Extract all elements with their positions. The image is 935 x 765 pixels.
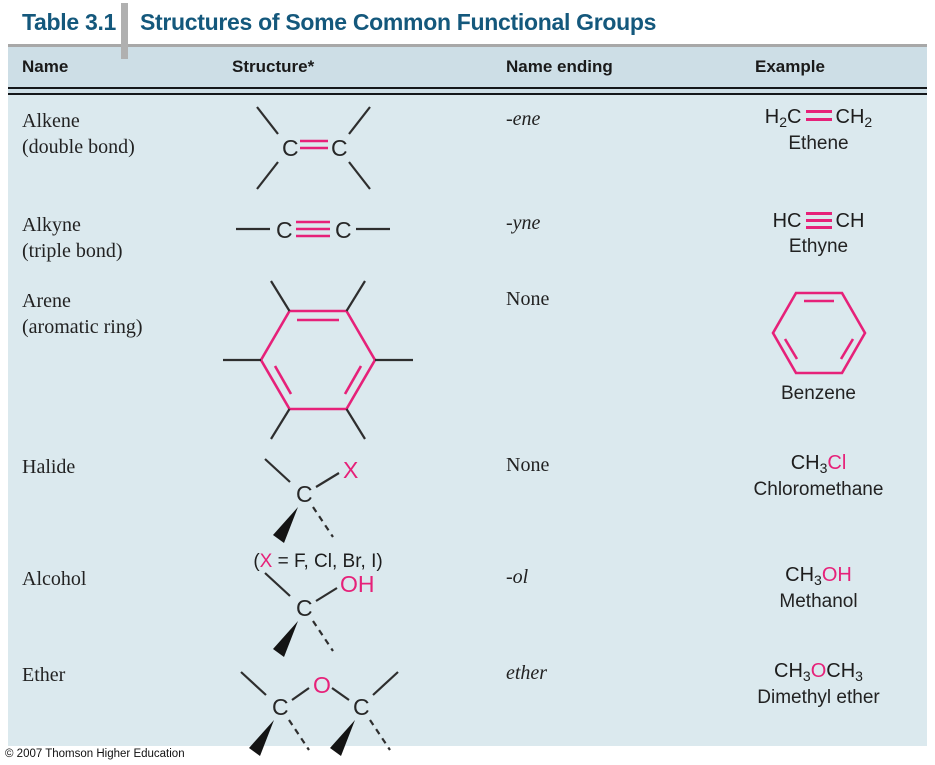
column-header-example: Example [755,57,825,76]
header-rule [8,87,927,95]
group-name-text: Ether [22,664,66,686]
table-header: Table 3.1 Structures of Some Common Func… [0,0,935,44]
group-name: Alkyne (triple bond) [8,199,208,265]
title-divider [121,3,128,59]
table-row-arene: Arene (aromatic ring) None [8,275,927,441]
halogen-label: X [343,457,358,483]
carbon-label: C [272,694,289,720]
table-panel: Name Structure* Name ending Example Alke… [8,47,927,756]
group-name-text: Alkene [22,110,80,132]
structure-drawing-alcohol: C OH [173,553,463,661]
structure-drawing-alkyne: C C [173,199,463,265]
example: CH3OH Methanol [724,553,913,661]
group-name-text: Halide [22,456,76,478]
halide-x-note: (X = F, Cl, Br, I) [253,551,383,572]
name-ending: None [506,454,550,476]
arene-structure-icon [222,280,413,440]
group-qualifier: (aromatic ring) [22,316,143,339]
alkyne-structure-icon: C C [236,217,390,243]
table-row-ether: Ether C O C ether [8,649,927,756]
group-name: Alkene (double bond) [8,95,208,196]
structure-drawing-arene [173,275,463,442]
oxygen-label: O [313,672,331,698]
carbon-label: C [296,595,313,621]
example-name: Ethyne [788,236,849,257]
carbon-label: C [276,217,293,243]
group-qualifier: (double bond) [22,136,135,159]
carbon-label: C [331,135,348,161]
group-name: Alcohol [8,553,208,661]
carbon-label: C [353,694,370,720]
hydroxyl-label: OH [340,571,375,597]
name-ending: -ol [506,566,529,588]
group-name-text: Alkyne [22,214,81,236]
table-row-alcohol: Alcohol C OH -ol CH3OH Methanol [8,553,927,657]
column-header-structure: Structure* [232,57,315,76]
column-header-name: Name [22,57,69,76]
carbon-label: C [282,135,299,161]
carbon-label: C [296,481,313,507]
title-rule [8,44,927,47]
alcohol-structure-icon: C OH [264,571,375,657]
group-name-text: Alcohol [22,568,87,590]
name-ending: None [506,288,550,310]
halide-structure-icon: C X [264,457,358,543]
group-name: Ether [8,649,208,759]
example: CH3OCH3 Dimethyl ether [724,649,913,759]
group-name: Arene (aromatic ring) [8,275,208,442]
ether-structure-icon: C O C [239,671,399,756]
example: CH3Cl Chloromethane [724,441,913,573]
structure-drawing-ether: C O C [173,649,463,759]
carbon-label: C [335,217,352,243]
table-row-halide: Halide C X (X = F, Cl, Br, I) None CH3Cl… [8,441,927,572]
example-formula: CH3OH [785,564,852,588]
structure-drawing-halide: C X (X = F, Cl, Br, I) [173,441,463,573]
structure-drawing-alkene: C C [173,95,463,196]
example-name: Methanol [779,590,858,612]
example-formula: CH3Cl [790,452,847,476]
group-qualifier: (triple bond) [22,240,123,263]
name-ending: ether [506,662,548,684]
name-ending: -ene [506,108,541,130]
column-header-row: Name Structure* Name ending Example [8,47,927,87]
group-name: Halide [8,441,208,573]
group-name-text: Arene [22,290,71,312]
alkene-structure-icon: C C [256,106,371,190]
table-title: Structures of Some Common Functional Gro… [140,9,657,35]
example-formula: CH3OCH3 [774,660,863,684]
example-name: Benzene [780,383,856,404]
copyright-notice: © 2007 Thomson Higher Education [5,748,185,760]
example-name: Chloromethane [753,478,884,500]
table-number: Table 3.1 [22,9,117,35]
example: Benzene [724,275,913,442]
column-header-ending: Name ending [506,57,613,76]
benzene-ring-icon [771,291,866,375]
example-name: Ethene [788,132,849,154]
example-name: Dimethyl ether [757,686,880,708]
name-ending: -yne [506,212,541,234]
